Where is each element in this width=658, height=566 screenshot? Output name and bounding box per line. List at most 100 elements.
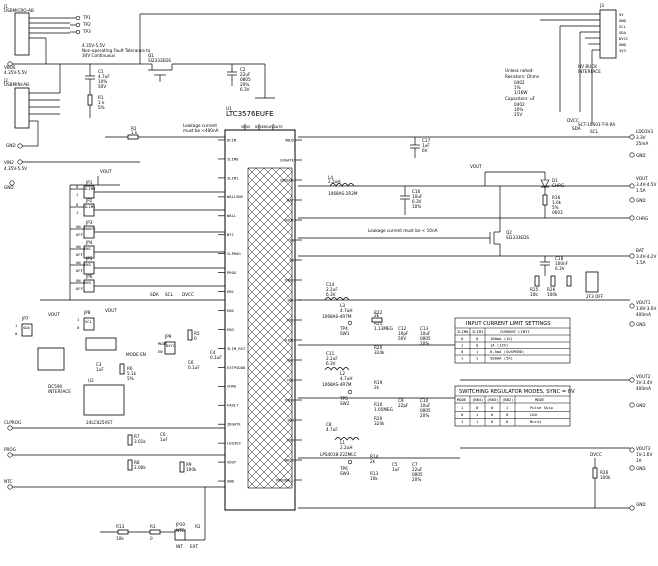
svg-text:C7: C7 (412, 462, 418, 467)
test-points-usb: TP1 TP2 TP3 (70, 15, 91, 35)
u1-left-pins: DCINILIM0ILIM1WALLSNSWALLNTCCLPROGPROGEN… (218, 137, 246, 483)
svg-text:Capacitors: uF: Capacitors: uF (505, 96, 536, 101)
u1-right-pin-label: FB3 (287, 437, 294, 442)
mode-cell: 1 (476, 419, 479, 424)
svg-text:(BB4): (BB4) (472, 397, 483, 402)
svg-text:10%: 10% (98, 79, 107, 84)
buck-2: L2 4.7uH 1068AS-4R7M TP5 SW2 R19 2k R10 … (322, 351, 431, 426)
svg-text:20%: 20% (412, 477, 421, 482)
svg-text:SCL: SCL (619, 24, 627, 29)
jumper-opt-b: 0 (77, 325, 80, 330)
svg-text:R14: R14 (370, 454, 379, 459)
svg-text:R10: R10 (374, 402, 383, 407)
svg-text:10k: 10k (530, 292, 538, 297)
mode-cell: 0 (461, 412, 464, 417)
jumper-opt-b: EN (158, 349, 163, 354)
svg-text:5%: 5% (98, 105, 105, 110)
svg-text:2k: 2k (370, 459, 376, 464)
gnd-2-label: GND (4, 185, 14, 190)
svg-text:R25: R25 (530, 287, 539, 292)
svg-text:Non-operating Fault Tolerance: Non-operating Fault Tolerance to (82, 48, 151, 53)
svg-text:1.0k: 1.0k (552, 200, 562, 205)
u1-left-pin-label: VOUT (227, 460, 237, 465)
eeprom-u2: U2 24LC025I/ST (83, 378, 125, 425)
jumper-block[interactable] (83, 317, 95, 331)
j2-part: USBMINI-AB (4, 82, 29, 87)
u1-left-pin-label: PROG (227, 270, 237, 275)
svg-text:4.7uF: 4.7uF (326, 427, 338, 432)
svg-text:GND: GND (636, 198, 646, 203)
jumper-block[interactable] (21, 323, 33, 337)
ilim-cell: 1 (476, 349, 479, 354)
svg-text:GND: GND (636, 502, 646, 507)
svg-text:C6: C6 (160, 432, 166, 437)
svg-text:SI2333EDS: SI2333EDS (148, 58, 171, 63)
connector-j3: J3 5V GND SCL SDA DVCC GND 3V3 (520, 3, 628, 125)
svg-text:5%: 5% (127, 376, 134, 381)
jumper-opt-a: 1 (15, 323, 18, 328)
u1-ref: U1 (226, 106, 232, 111)
jumper-net: EN2 (84, 262, 91, 267)
svg-text:MODE: MODE (535, 397, 545, 402)
vout3-terminal: VOUT3 1V-1.6V 1A GND (460, 446, 652, 471)
svg-text:PROG: PROG (4, 447, 16, 452)
svg-text:324k: 324k (374, 421, 385, 426)
svg-text:C17: C17 (422, 138, 431, 143)
jumper-opt-a: 0 (76, 202, 79, 207)
u1-top-pin-label: OVGATE (269, 124, 283, 129)
ic-u1: LTC3576EUFE U1 DCINILIM0ILIM1WALLSNSWALL… (218, 106, 302, 511)
svg-text:3.4V-4.2V: 3.4V-4.2V (636, 254, 656, 259)
i2c-jumpers: SDA SCL DVCC VOUT VOUT (40, 292, 225, 317)
ntc-select: R13 10k R3 0 JP10 NTC INT EXT R2 (100, 487, 206, 549)
ov-fault-note: 4.35V-5.5V Non-operating Fault Tolerance… (82, 43, 151, 58)
vout1-terminal: VOUT1 1.8V-3.6V 400mA GND (460, 299, 656, 327)
units-note: Unless noted: Resistors: Ohms 0402 1% 1/… (505, 68, 539, 117)
svg-text:1068AS-4R7M: 1068AS-4R7M (322, 382, 352, 387)
svg-text:6.3V: 6.3V (326, 292, 336, 297)
svg-text:SDA: SDA (150, 292, 159, 297)
jumper-opt-b: 1 (76, 210, 79, 215)
svg-text:R5: R5 (194, 331, 200, 336)
jumper-ref: JP2 (85, 198, 93, 203)
svg-text:30V Continuous: 30V Continuous (82, 53, 115, 58)
ilim-table-title: INPUT CURRENT LIMIT SETTINGS (466, 321, 551, 327)
svg-text:R19: R19 (374, 380, 383, 385)
svg-text:3.4V-4.5V: 3.4V-4.5V (636, 182, 656, 187)
svg-text:Q1: Q1 (148, 53, 154, 58)
u1-right-pin-label: SW2 (287, 357, 294, 362)
svg-text:VOUT: VOUT (470, 164, 482, 169)
ilim-cell: 1 (476, 356, 479, 361)
jumper-ref: JP6 (85, 274, 93, 279)
svg-text:NTC: NTC (176, 528, 184, 533)
jumper-ref: JP4 (85, 240, 93, 245)
svg-text:10pF: 10pF (398, 331, 409, 336)
svg-text:1.05MEG: 1.05MEG (374, 407, 393, 412)
svg-text:L4: L4 (328, 175, 333, 180)
jumper-opt-a: ON (76, 244, 81, 249)
mode-cell: LDO (530, 412, 538, 417)
svg-text:1V-3.4V: 1V-3.4V (636, 380, 652, 385)
svg-text:L3: L3 (340, 303, 345, 308)
svg-text:25mA: 25mA (636, 141, 648, 146)
svg-text:1uF: 1uF (160, 437, 168, 442)
svg-text:1uF: 1uF (392, 467, 400, 472)
svg-text:C8: C8 (326, 422, 332, 427)
u1-right-pin-label: FB (289, 257, 294, 262)
jumper-block[interactable] (164, 341, 176, 355)
svg-text:BAT: BAT (636, 248, 644, 253)
u1-right-pin-label: OVSENS (280, 177, 294, 182)
u1-left-pin-label: IDGATE (227, 422, 241, 427)
svg-text:1 k: 1 k (98, 100, 105, 105)
jumper-ref: JP5 (85, 256, 93, 261)
u1-right-pin-label: PGOODALL (276, 477, 295, 482)
vin-label: VIN2 (4, 160, 14, 165)
mode-cell: 0 (506, 419, 509, 424)
svg-text:R7: R7 (134, 434, 140, 439)
svg-text:ILIM0: ILIM0 (457, 329, 469, 334)
buck-3: L1 2.2uH LPS4018-222MLC TP6 SW3 R14 2k R… (320, 422, 423, 482)
u1-left-pin-label: ILIM0 (227, 156, 239, 161)
connector-j1: J1 USBMICRO-AB (3, 4, 70, 60)
jumper-net: DVCC (166, 343, 175, 348)
inductor-l4: L4 2.2uH 1068AS-2R2M (328, 175, 358, 196)
